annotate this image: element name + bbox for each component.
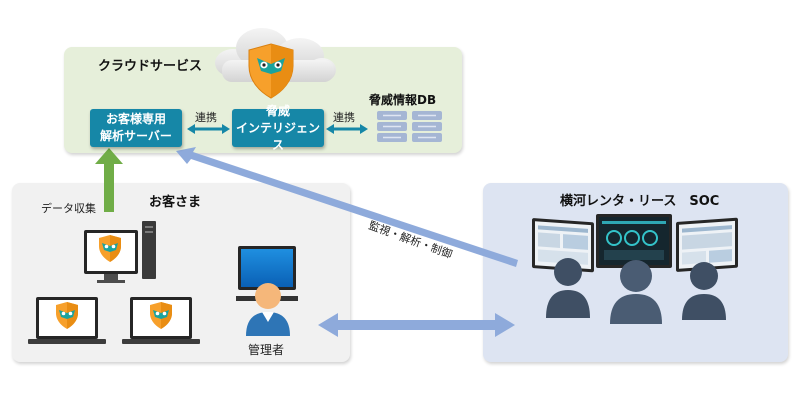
soc-operators-icon [546, 258, 726, 324]
admin-person-icon [236, 246, 298, 336]
shield-icon [150, 302, 172, 329]
cloud-title: クラウドサービス [98, 59, 203, 74]
link-arrow-1 [187, 124, 230, 134]
shield-icon [99, 235, 121, 262]
server-box-line2: 解析サーバー [100, 129, 172, 143]
server-box-line1: お客様専用 [105, 112, 166, 126]
threat-intel-box: 脅威 インテリジェンス [232, 104, 324, 152]
customer-server-box: お客様専用 解析サーバー [90, 109, 182, 147]
data-collect-label: データ収集 [41, 202, 96, 215]
link-arrow-2 [326, 124, 368, 134]
shield-icon [248, 43, 294, 99]
soc-title: 横河レンタ・リース SOC [560, 194, 720, 209]
admin-label: 管理者 [248, 343, 285, 357]
link-label-1: 連携 [195, 111, 217, 124]
shield-icon [56, 302, 78, 329]
threat-db-label: 脅威情報DB [369, 93, 437, 107]
data-collect-arrow [95, 148, 123, 212]
soc-monitor-icon [532, 214, 738, 273]
database-icon [377, 111, 442, 142]
admin-soc-arrow [318, 313, 515, 337]
desktop-pc-icon [84, 221, 156, 283]
customer-title: お客さま [149, 195, 202, 210]
monitor-arrow [176, 147, 518, 267]
intel-box-line1: 脅威 [265, 103, 290, 118]
intel-box-line2: インテリジェンス [235, 120, 320, 152]
link-label-2: 連携 [333, 111, 355, 124]
